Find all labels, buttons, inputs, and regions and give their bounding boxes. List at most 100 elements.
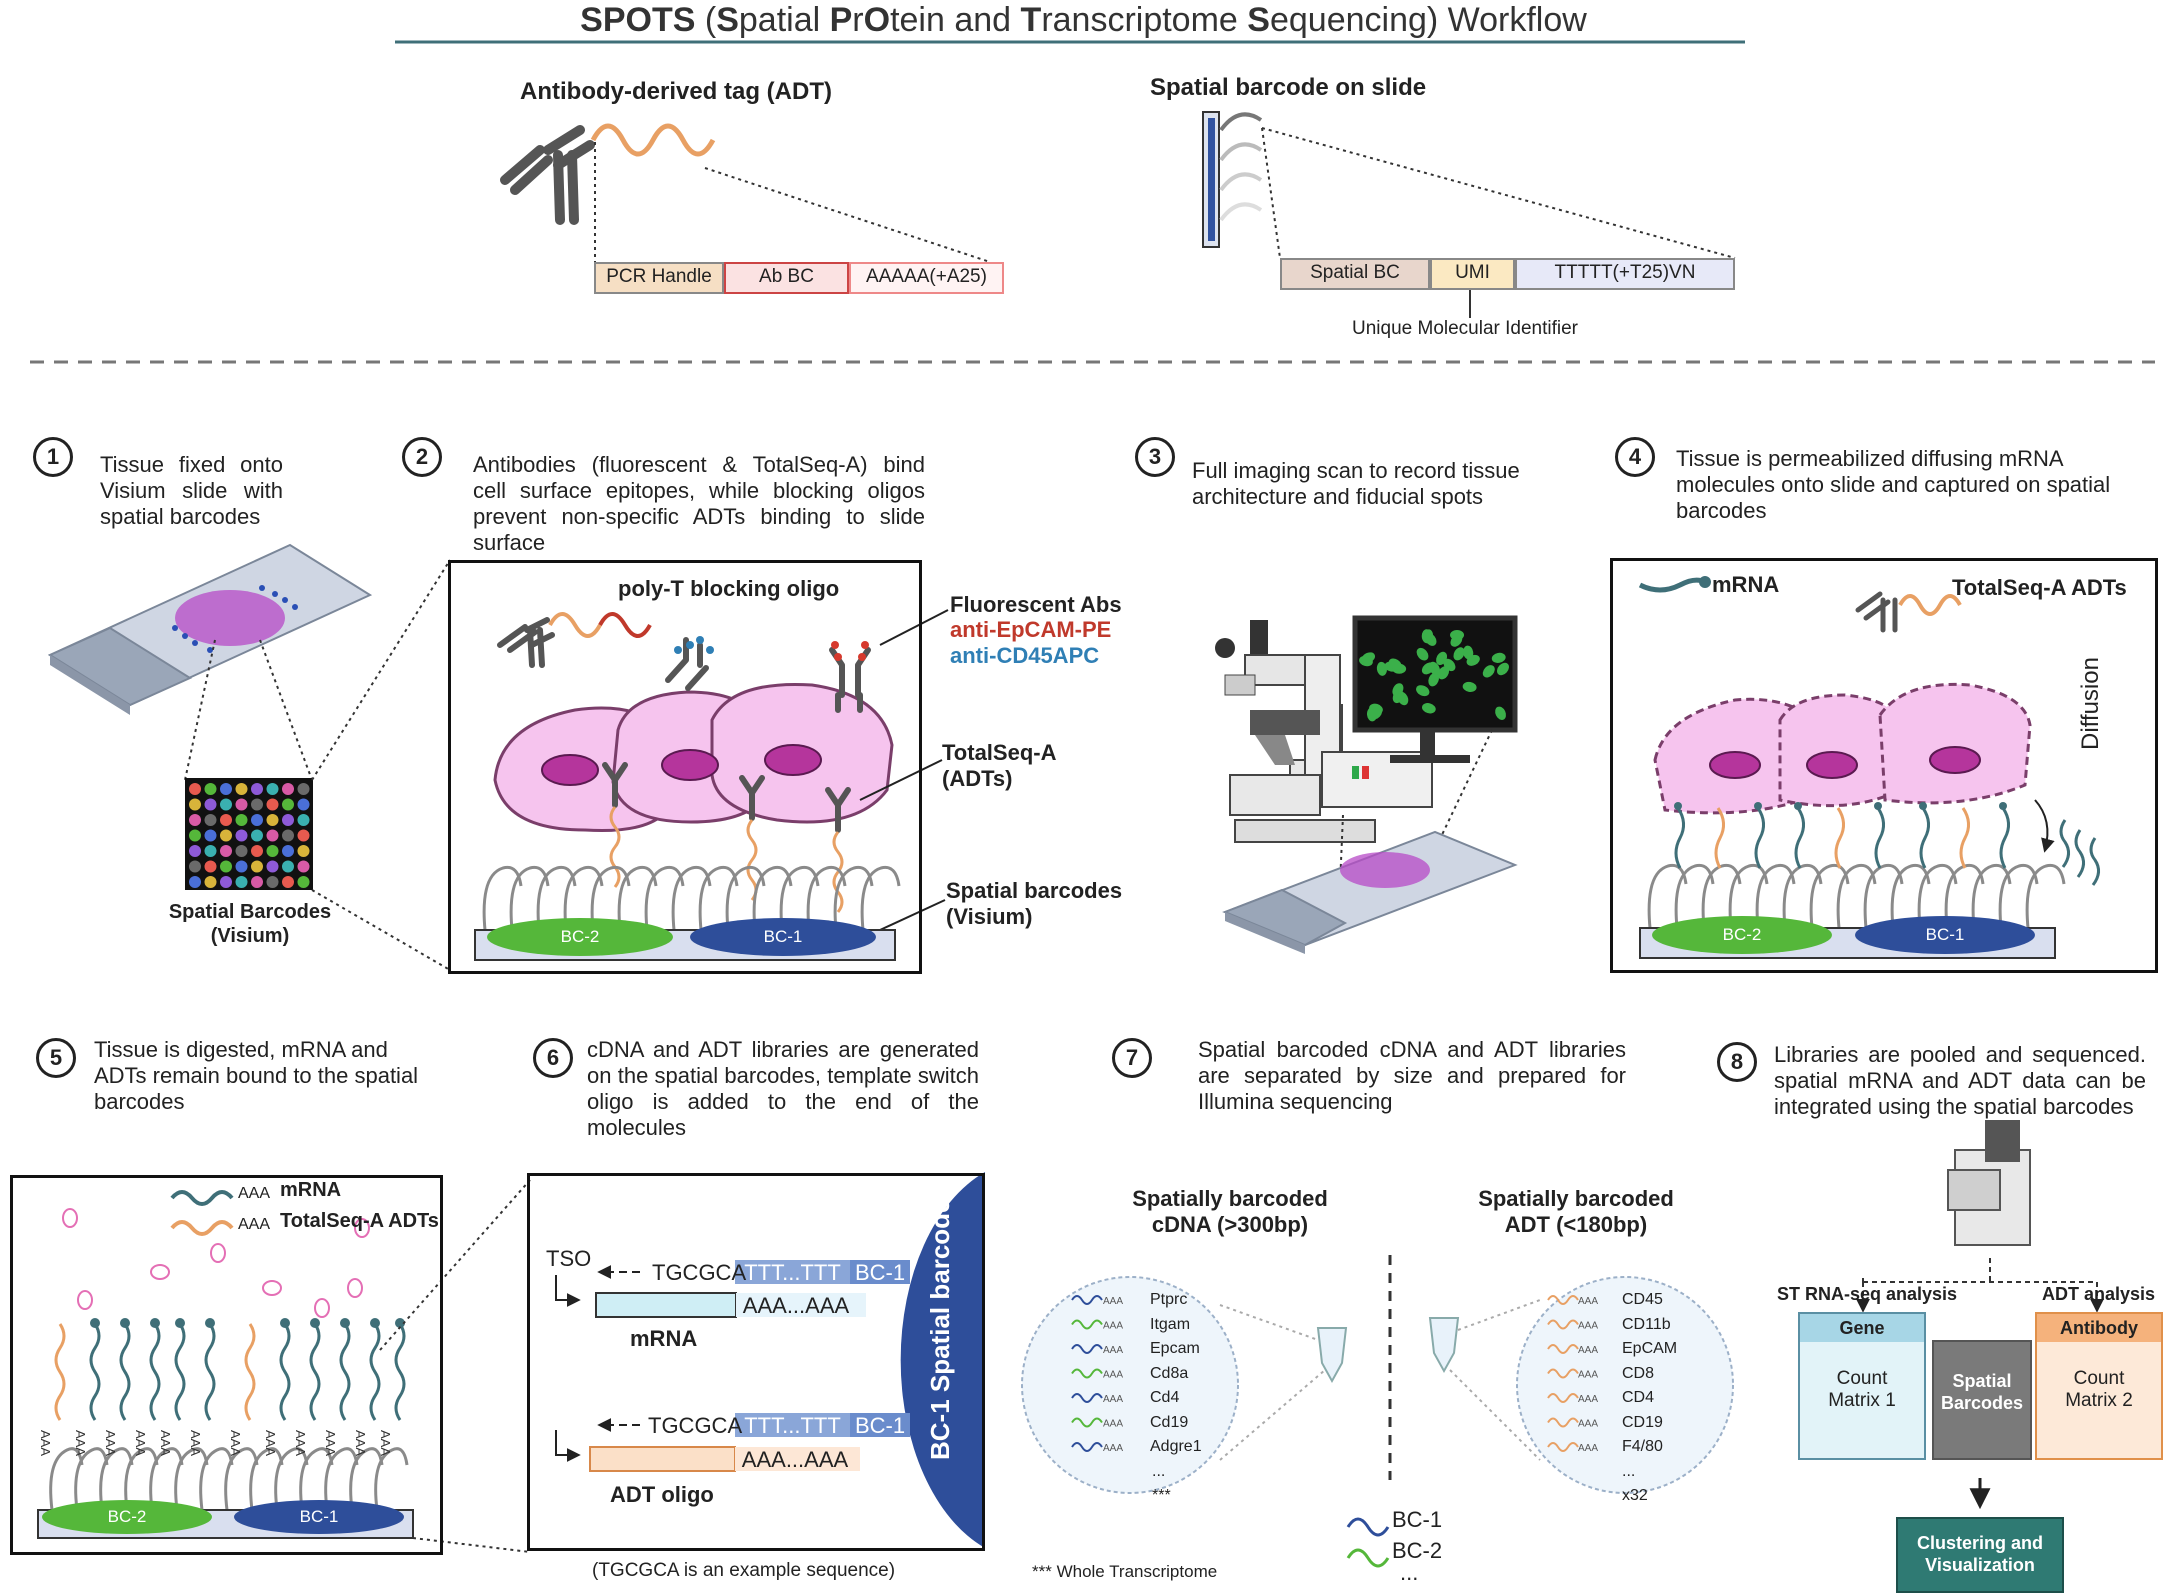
svg-text:AAA: AAA: [353, 1430, 368, 1456]
spatial-barcodes-grid-label: Spatial Barcodes(Visium): [168, 901, 332, 947]
adt-analysis-label: ADT analysis: [2042, 1284, 2156, 1304]
step-number-8: 8: [1717, 1042, 1757, 1082]
step2-zoom-box: [448, 560, 922, 974]
svg-text:AAA: AAA: [1103, 1321, 1123, 1332]
step5-description: Tissue is digested, mRNA and ADTs remain…: [94, 1037, 419, 1114]
gene-item: Cd19: [1150, 1413, 1189, 1431]
step6-mrna-label: mRNA: [630, 1326, 698, 1351]
svg-text:AAA: AAA: [1103, 1394, 1123, 1405]
step-number-7: 7: [1112, 1038, 1152, 1078]
step2-bc2-spot: BC-2: [487, 918, 673, 956]
step5-aaa-adt: AAA: [238, 1216, 271, 1233]
step1-slide-graphic: [47, 543, 451, 971]
step6-description: cDNA and ADT libraries are generated on …: [587, 1037, 979, 1140]
svg-text:AAA: AAA: [378, 1430, 393, 1456]
step7-description: Spatial barcoded cDNA and ADT libraries …: [1198, 1037, 1626, 1114]
step-number-5: 5: [36, 1038, 76, 1078]
step5-bc1-spot: BC-1: [234, 1500, 404, 1534]
gene-item: Adgre1: [1150, 1438, 1202, 1455]
diagram-title: SPOTS (Spatial PrOtein and Transcriptome…: [580, 1, 1587, 39]
svg-text:AAA: AAA: [1578, 1296, 1598, 1307]
step5-totalseq-label: TotalSeq-A ADTs: [280, 1210, 439, 1232]
svg-text:AAA: AAA: [1103, 1296, 1123, 1307]
poly-t-blocking-label: poly-T blocking oligo: [618, 576, 840, 601]
step3-description: Full imaging scan to record tissue archi…: [1192, 458, 1520, 509]
gene-item: Ptprc: [1150, 1291, 1188, 1308]
svg-text:AAA: AAA: [188, 1430, 203, 1456]
step-number-1: 1: [33, 437, 73, 477]
step-number-6: 6: [533, 1038, 573, 1078]
step6-ttt-mrna: TTT...TTT: [744, 1260, 841, 1285]
step-number-3: 3: [1135, 437, 1175, 477]
st-rnaseq-analysis-label: ST RNA-seq analysis: [1777, 1284, 1958, 1304]
svg-text:AAA: AAA: [1103, 1370, 1123, 1381]
svg-text:AAA: AAA: [323, 1430, 338, 1456]
step7-separation-graphic: AAA AAA AAA AAA AAA AAA AAA AAA AAA AAA AAA AAA AAA A…: [1021, 1255, 1734, 1568]
step4-zoom-box: [1610, 558, 2158, 973]
gene-item: Itgam: [1150, 1315, 1191, 1333]
step8-analysis-graphic: [1856, 1120, 2104, 1510]
step4-description: Tissue is permeabilized diffusing mRNA m…: [1676, 446, 2111, 523]
step6-ttt-adt: TTT...TTT: [744, 1413, 841, 1438]
step6-aaa-mrna: AAA...AAA: [742, 1293, 850, 1318]
tso-label: TSO: [546, 1246, 592, 1271]
totalseq-adts-label: TotalSeq-A(ADTs): [942, 740, 1057, 792]
slide-segment-spatial-bc: Spatial BC: [1280, 258, 1430, 290]
step4-bc1-spot: BC-1: [1855, 916, 2035, 954]
slide-barcode-graphic: [1202, 111, 1736, 318]
svg-text:AAA: AAA: [1578, 1443, 1598, 1454]
spatial-barcodes-visium-label: Spatial barcodes(Visium): [946, 878, 1123, 930]
svg-text:AAA: AAA: [1578, 1321, 1598, 1332]
protein-item: CD19: [1622, 1413, 1663, 1431]
svg-text:AAA: AAA: [1103, 1419, 1123, 1430]
fluorescent-abs-label: Fluorescent Abs: [950, 592, 1122, 617]
adt-heading: Antibody-derived tag (ADT): [520, 78, 832, 105]
protein-item: CD4: [1622, 1389, 1655, 1406]
svg-text:AAA: AAA: [1103, 1443, 1123, 1454]
gene-header: Gene: [1800, 1314, 1924, 1342]
step6-bc1-adt: BC-1: [854, 1413, 906, 1438]
svg-text:AAA: AAA: [103, 1430, 118, 1456]
step1-description: Tissue fixed onto Visium slide with spat…: [100, 452, 283, 529]
gene-item: Cd4: [1150, 1389, 1180, 1406]
gene-item: ***: [1152, 1487, 1171, 1504]
step5-bc2-spot: BC-2: [42, 1500, 212, 1534]
step-number-2: 2: [402, 437, 442, 477]
step6-zoom-box: [527, 1173, 985, 1551]
step5-mrna-label: mRNA: [280, 1179, 342, 1201]
whole-transcriptome-footnote: *** Whole Transcriptome: [1032, 1562, 1218, 1581]
svg-text:AAA: AAA: [1578, 1370, 1598, 1381]
svg-text:AAA: AAA: [1578, 1345, 1598, 1356]
legend-bc1: BC-1: [1392, 1507, 1443, 1532]
svg-text:AAA: AAA: [73, 1430, 88, 1456]
step4-permeabilization-graphic: [1638, 576, 2100, 959]
antibody-header: Antibody: [2037, 1314, 2161, 1342]
svg-text:AAA: AAA: [1103, 1345, 1123, 1356]
protein-item: CD11b: [1622, 1315, 1671, 1333]
gene-item: ...: [1152, 1462, 1166, 1480]
protein-item: F4/80: [1622, 1438, 1663, 1455]
svg-text:AAA: AAA: [1578, 1394, 1598, 1405]
step5-zoom-box: [10, 1175, 443, 1555]
svg-text:AAA: AAA: [228, 1430, 243, 1456]
step8-description: Libraries are pooled and sequenced. spat…: [1774, 1042, 2146, 1119]
diffusion-label: Diffusion: [2077, 657, 2104, 750]
protein-item: x32: [1622, 1487, 1648, 1504]
gene-item: Epcam: [1150, 1340, 1200, 1357]
step2-binding-graphic: [474, 609, 949, 961]
step5-aaa-mrna: AAA: [238, 1185, 271, 1202]
protein-item: CD8: [1622, 1364, 1655, 1382]
step2-description: Antibodies (fluorescent & TotalSeq-A) bi…: [473, 452, 925, 555]
adt-segment-ab-bc: Ab BC: [724, 262, 849, 294]
slide-barcode-heading: Spatial barcode on slide: [1150, 74, 1427, 101]
legend-ellipsis: ...: [1400, 1560, 1419, 1585]
step6-aaa-adt: AAA...AAA: [741, 1447, 849, 1472]
